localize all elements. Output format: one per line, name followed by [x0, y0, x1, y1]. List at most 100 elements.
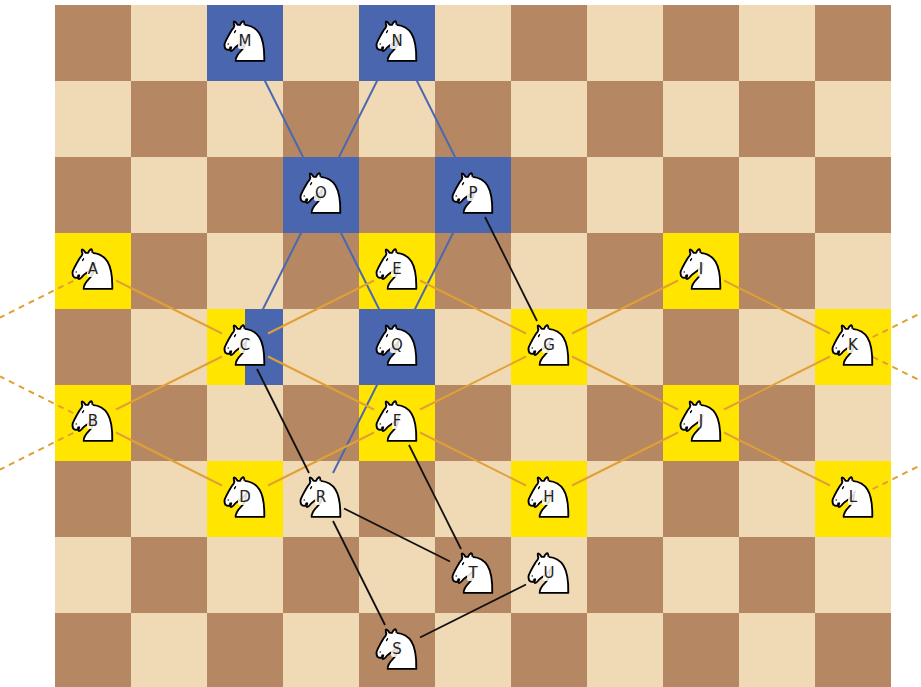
knight-letter: H: [542, 489, 555, 505]
knight-piece: J: [678, 397, 724, 445]
knight-eye: [385, 410, 388, 414]
knight-nostril: [227, 347, 228, 348]
knight-letter: F: [392, 413, 403, 429]
knight-piece: F: [374, 397, 420, 445]
move-line: [485, 217, 537, 321]
knight-nostril: [379, 423, 380, 424]
knight-eye: [461, 182, 464, 186]
move-line: [572, 357, 678, 410]
knight-eye: [233, 486, 236, 490]
knight-piece: E: [374, 245, 420, 293]
knight-eye: [309, 486, 312, 490]
knight-piece: M: [222, 17, 268, 65]
letter-holder: I: [678, 245, 724, 293]
yellow-square: [55, 385, 131, 461]
knight-letter: D: [238, 489, 252, 505]
letter-holder: G: [526, 321, 572, 369]
knight-nostril: [75, 423, 76, 424]
move-line: [268, 281, 374, 334]
move-line: [344, 509, 450, 562]
knight-piece: C: [222, 321, 268, 369]
knight-nostril: [683, 423, 684, 424]
knight-nostril: [379, 651, 380, 652]
knight-letter: I: [698, 261, 704, 277]
knight-letter: G: [542, 337, 556, 353]
move-line: [268, 433, 374, 486]
knight-eye: [385, 258, 388, 262]
letter-holder: R: [298, 473, 344, 521]
move-line: [257, 65, 309, 169]
knight-nostril: [455, 195, 456, 196]
knight-letter: A: [87, 261, 99, 277]
knight-letter: J: [698, 413, 704, 429]
knight-letter: K: [847, 337, 859, 353]
yellow-square: [663, 233, 739, 309]
letter-holder: J: [678, 397, 724, 445]
move-line: [420, 433, 526, 486]
move-line: [116, 357, 222, 410]
knight-letter: P: [467, 185, 478, 201]
knight-piece: O: [298, 169, 344, 217]
blue-square: [283, 157, 359, 233]
knight-eye: [841, 334, 844, 338]
knight-letter: B: [87, 413, 99, 429]
knight-eye: [689, 258, 692, 262]
yellow-square: [815, 309, 891, 385]
move-line: [420, 281, 526, 334]
knight-eye: [309, 182, 312, 186]
move-line: [268, 357, 374, 410]
move-line: [257, 217, 309, 321]
knight-eye: [537, 486, 540, 490]
move-line: [116, 281, 222, 334]
knight-eye: [385, 334, 388, 338]
knight-eye: [537, 334, 540, 338]
letter-holder: P: [450, 169, 496, 217]
knight-nostril: [379, 43, 380, 44]
knight-nostril: [455, 575, 456, 576]
move-line: [572, 433, 678, 486]
knight-letter: S: [391, 641, 403, 657]
blue-squares: [207, 5, 511, 385]
move-line: [257, 369, 309, 473]
yellow-square: [815, 461, 891, 537]
knight-letter: N: [390, 33, 403, 49]
knight-piece: T: [450, 549, 496, 597]
letter-holder: U: [526, 549, 572, 597]
knight-piece: D: [222, 473, 268, 521]
knight-piece: Q: [374, 321, 420, 369]
knight-nostril: [531, 575, 532, 576]
knight-piece: G: [526, 321, 572, 369]
move-line: [420, 357, 526, 410]
letter-holder: A: [70, 245, 116, 293]
knight-eye: [537, 562, 540, 566]
yellow-square: [663, 385, 739, 461]
yellow-square: [207, 461, 283, 537]
knight-letter: M: [238, 33, 253, 49]
blue-square: [435, 157, 511, 233]
knight-letter: R: [315, 489, 327, 505]
letter-holder: L: [830, 473, 876, 521]
knight-eye: [385, 638, 388, 642]
move-line: [409, 445, 461, 549]
knight-piece: R: [298, 473, 344, 521]
knight-piece: P: [450, 169, 496, 217]
letter-holder: F: [374, 397, 420, 445]
letter-holder: M: [222, 17, 268, 65]
letter-holder: Q: [374, 321, 420, 369]
yellow-square: [55, 233, 131, 309]
knight-letter: U: [543, 565, 556, 581]
letter-holder: B: [70, 397, 116, 445]
knight-piece: H: [526, 473, 572, 521]
knight-letter: T: [467, 565, 478, 581]
knight-nostril: [531, 499, 532, 500]
knight-piece: A: [70, 245, 116, 293]
yellow-square: [511, 309, 587, 385]
knight-nostril: [531, 347, 532, 348]
knight-piece: L: [830, 473, 876, 521]
letter-holder: C: [222, 321, 268, 369]
letter-holder: S: [374, 625, 420, 673]
knight-piece: S: [374, 625, 420, 673]
move-line: [724, 357, 830, 410]
off-board-moves: [0, 271, 921, 499]
